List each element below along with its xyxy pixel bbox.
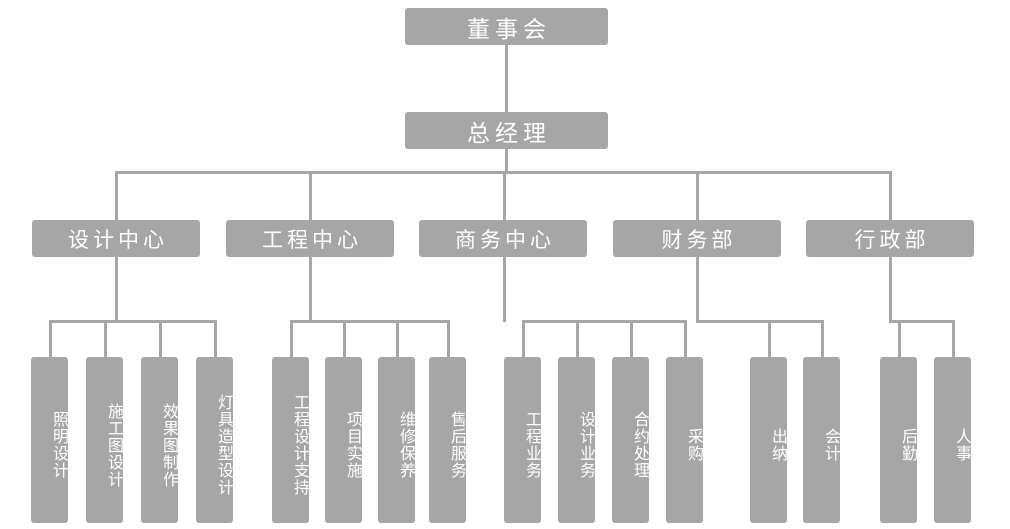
node-label: 设计业务: [577, 411, 596, 479]
node-general-manager[interactable]: 总经理: [405, 112, 608, 149]
connector-design-child-2: [104, 320, 107, 357]
connector-admin-child-2: [952, 320, 955, 357]
connector-engineering-center-bar: [290, 320, 450, 323]
node-label: 设计中心: [68, 227, 168, 252]
connector-finance-child-2: [821, 320, 824, 357]
node-label: 总经理: [467, 120, 551, 147]
connector-engineering-center-drop: [309, 257, 312, 322]
connector-finance-dept-bar: [696, 320, 824, 323]
node-label: 会计: [822, 428, 841, 462]
connector-gm-drop: [505, 149, 508, 173]
node-accounting[interactable]: 会计: [803, 357, 841, 523]
node-business-center[interactable]: 商务中心: [419, 220, 587, 257]
connector-design-child-1: [49, 320, 52, 357]
connector-engineering-child-3: [396, 320, 399, 357]
node-label: 工程设计支持: [291, 394, 310, 496]
node-maintenance-upkeep[interactable]: 维修保养: [378, 357, 416, 523]
node-design-center[interactable]: 设计中心: [32, 220, 200, 257]
connector-engineering-child-1: [290, 320, 293, 357]
connector-admin-dept-bar: [889, 320, 955, 323]
node-engineering-design-support[interactable]: 工程设计支持: [272, 357, 310, 523]
node-label: 工程业务: [523, 411, 542, 479]
connector-engineering-child-2: [343, 320, 346, 357]
node-label: 工程中心: [262, 227, 362, 252]
node-admin-dept[interactable]: 行政部: [806, 220, 974, 257]
node-board-of-directors[interactable]: 董事会: [405, 8, 608, 45]
connector-design-center-drop: [115, 257, 118, 322]
connector-business-child-1: [522, 320, 525, 357]
connector-engineering-child-4: [447, 320, 450, 357]
node-finance-dept[interactable]: 财务部: [613, 220, 781, 257]
connector-finance-child-1: [768, 320, 771, 357]
node-label: 财务部: [661, 227, 737, 252]
connector-bus-to-engineering-center: [309, 171, 312, 220]
node-procurement[interactable]: 采购: [666, 357, 704, 523]
connector-business-child-3: [630, 320, 633, 357]
connector-design-child-4: [214, 320, 217, 357]
node-label: 出纳: [769, 428, 788, 462]
node-engineering-business[interactable]: 工程业务: [504, 357, 542, 523]
node-label: 维修保养: [397, 411, 416, 479]
node-label: 灯具造型设计: [215, 394, 234, 496]
node-after-sales-service[interactable]: 售后服务: [429, 357, 467, 523]
connector-design-child-3: [159, 320, 162, 357]
node-construction-drawing-design[interactable]: 施工图设计: [86, 357, 124, 523]
connector-business-center-bar: [522, 320, 687, 323]
node-label: 董事会: [467, 16, 551, 43]
connector-admin-dept-drop: [889, 257, 892, 322]
connector-admin-child-1: [898, 320, 901, 357]
connector-bus-to-finance-dept: [696, 171, 699, 220]
node-label: 采购: [685, 428, 704, 462]
connector-business-child-4: [684, 320, 687, 357]
node-design-business[interactable]: 设计业务: [558, 357, 596, 523]
connector-bus-to-design-center: [115, 171, 118, 220]
connector-business-child-2: [576, 320, 579, 357]
node-label: 照明设计: [50, 411, 69, 479]
node-label: 合约处理: [631, 411, 650, 479]
node-label: 商务中心: [455, 227, 555, 252]
node-project-implementation[interactable]: 项目实施: [325, 357, 363, 523]
node-label: 项目实施: [344, 411, 363, 479]
node-label: 售后服务: [448, 411, 467, 479]
node-luminaire-styling-design[interactable]: 灯具造型设计: [196, 357, 234, 523]
connector-finance-dept-drop: [696, 257, 699, 322]
connector-business-center-drop: [503, 257, 506, 322]
node-label: 行政部: [854, 227, 930, 252]
node-rendering-production[interactable]: 效果图制作: [141, 357, 179, 523]
node-contract-processing[interactable]: 合约处理: [612, 357, 650, 523]
connector-bus-to-business-center: [503, 171, 506, 220]
connector-root-to-gm: [505, 45, 508, 112]
node-label: 后勤: [899, 428, 918, 462]
connector-bus-to-admin-dept: [889, 171, 892, 220]
node-lighting-design[interactable]: 照明设计: [31, 357, 69, 523]
node-label: 效果图制作: [160, 402, 179, 488]
node-cashier[interactable]: 出纳: [750, 357, 788, 523]
node-human-resources[interactable]: 人事: [934, 357, 972, 523]
node-label: 人事: [953, 428, 972, 462]
connector-design-center-bar: [49, 320, 217, 323]
node-label: 施工图设计: [105, 402, 124, 488]
node-engineering-center[interactable]: 工程中心: [226, 220, 394, 257]
node-logistics[interactable]: 后勤: [880, 357, 918, 523]
